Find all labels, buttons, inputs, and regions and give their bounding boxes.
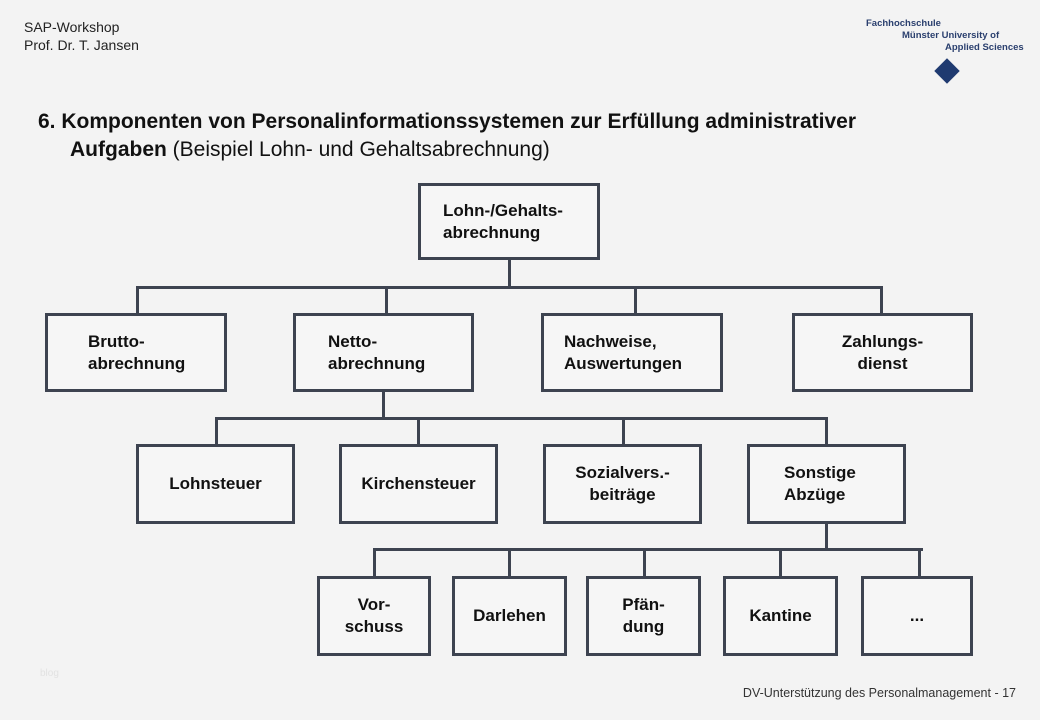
title-normal: (Beispiel Lohn- und Gehaltsabrechnung) [166,138,550,161]
logo-emblem-icon [934,58,960,84]
box-label: Darlehen [473,606,546,625]
box-level3-1: Kirchensteuer [339,444,498,524]
connector-line [382,392,385,419]
title-bold: Aufgaben [70,138,167,161]
box-label: Vor- [357,595,391,614]
box-label: ... [909,606,925,625]
connector-line [136,286,883,289]
footer: DV-Unterstützung des Personalmanagement … [742,686,1016,700]
box-level2-3: Zahlungs-dienst [792,313,973,392]
connector-line [136,286,139,314]
page-title: 6. Komponenten von Personalinformationss… [38,108,856,164]
box-lohn-gehaltsabrechnung: Lohn-/Gehalts-abrechnung [418,183,600,260]
box-label: Sozialvers.- [575,463,670,482]
box-level4-4: ... [861,576,973,656]
header: SAP-Workshop Prof. Dr. T. Jansen [24,18,139,54]
connector-line [825,417,828,445]
box-label: Lohnsteuer [169,474,262,493]
box-label: Kirchensteuer [361,474,476,493]
connector-line [508,260,511,288]
university-logo: Fachhochschule Münster University of App… [866,18,1024,84]
box-label: dung [622,617,665,636]
logo-line: Fachhochschule [866,18,941,29]
box-level3-2: Sozialvers.- beiträge [543,444,702,524]
connector-line [825,524,828,550]
logo-line: Applied Sciences [945,42,1024,53]
box-level4-2: Pfän-dung [586,576,701,656]
box-label: Auswertungen [564,353,683,373]
box-label: Zahlungs- [841,331,924,351]
box-level3-0: Lohnsteuer [136,444,295,524]
box-label: beiträge [589,485,656,504]
connector-line [508,548,511,577]
connector-line [373,548,376,577]
workshop-label: SAP-Workshop [24,19,120,35]
connector-line [918,548,921,577]
connector-line [215,417,828,420]
box-label: abrechnung [443,222,541,242]
connector-line [385,286,388,314]
connector-line [622,417,625,445]
box-level2-1: Netto-abrechnung [293,313,474,392]
box-label: Pfän- [622,595,665,614]
box-label: Netto- [328,331,378,351]
box-level2-2: Nachweise,Auswertungen [541,313,723,392]
box-level4-0: Vor-schuss [317,576,431,656]
connector-line [417,417,420,445]
box-label: abrechnung [328,353,426,373]
connector-line [643,548,646,577]
box-label: Abzüge [784,485,846,504]
connector-line [880,286,883,314]
box-level2-0: Brutto-abrechnung [45,313,227,392]
box-label: abrechnung [88,353,186,373]
box-label: schuss [344,617,404,636]
box-label: Sonstige [784,463,856,482]
author-label: Prof. Dr. T. Jansen [24,37,139,53]
logo-line: Münster University of [902,30,1000,41]
title-line1: 6. Komponenten von Personalinformationss… [38,110,856,133]
connector-line [215,417,218,445]
box-label: Nachweise, [564,331,657,351]
box-level4-1: Darlehen [452,576,567,656]
box-label: Brutto- [88,331,145,351]
box-level4-3: Kantine [723,576,838,656]
connector-line [373,548,923,551]
connector-line [779,548,782,577]
watermark: blog [40,668,59,679]
box-label: Lohn-/Gehalts- [443,200,563,220]
connector-line [634,286,637,314]
box-label: dienst [857,353,908,373]
box-label: Kantine [749,606,812,625]
